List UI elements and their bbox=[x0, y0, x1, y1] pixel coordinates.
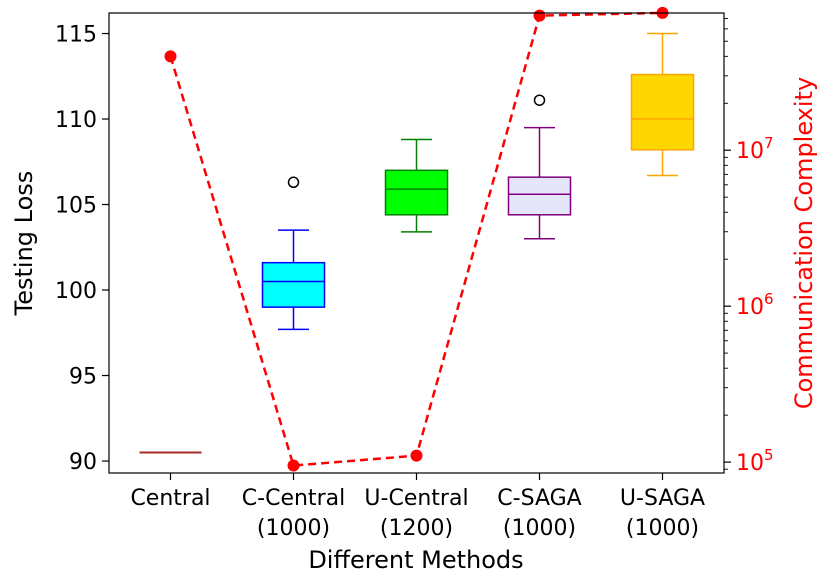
box-body bbox=[384, 169, 449, 216]
box-3 bbox=[384, 138, 449, 233]
box-outlier bbox=[533, 94, 546, 106]
y-tick-label: 90 bbox=[69, 450, 97, 475]
y-tick-label: 110 bbox=[55, 108, 97, 133]
y-tick-label: 105 bbox=[55, 194, 97, 219]
box-outlier bbox=[287, 176, 300, 189]
y2-tick-label: 107 bbox=[736, 134, 774, 164]
box-5 bbox=[630, 32, 695, 177]
plot-area bbox=[139, 6, 695, 472]
y-axis-title: Testing Loss bbox=[10, 171, 38, 317]
communication-line bbox=[169, 11, 663, 467]
x-axis-title: Different Methods bbox=[308, 546, 523, 574]
x-tick-label: Central bbox=[130, 486, 210, 511]
x-tick-label: U-SAGA bbox=[620, 486, 705, 511]
y-tick-label: 95 bbox=[69, 365, 97, 390]
y2-tick-label: 105 bbox=[736, 446, 774, 476]
x-tick-label-sub: (1000) bbox=[626, 516, 699, 541]
box-body bbox=[507, 176, 572, 216]
box-body bbox=[261, 261, 326, 308]
x-tick-label-sub: (1200) bbox=[380, 516, 453, 541]
x-tick-label: C-Central bbox=[242, 486, 345, 511]
box-4 bbox=[507, 94, 572, 240]
x-tick-label: U-Central bbox=[364, 486, 468, 511]
box-body bbox=[630, 73, 695, 151]
y2-axis-title: Communication Complexity bbox=[790, 77, 818, 409]
y2-tick-label: 106 bbox=[736, 290, 774, 320]
y-tick-label: 115 bbox=[55, 23, 97, 48]
x-tick-label-sub: (1000) bbox=[503, 516, 576, 541]
communication-point bbox=[287, 459, 300, 472]
communication-point bbox=[164, 50, 177, 63]
box-2 bbox=[261, 176, 326, 331]
x-tick-label: C-SAGA bbox=[497, 486, 581, 511]
communication-point bbox=[533, 9, 546, 22]
y-tick-label: 100 bbox=[55, 279, 97, 304]
communication-point bbox=[410, 449, 423, 462]
x-tick-label-sub: (1000) bbox=[257, 516, 330, 541]
